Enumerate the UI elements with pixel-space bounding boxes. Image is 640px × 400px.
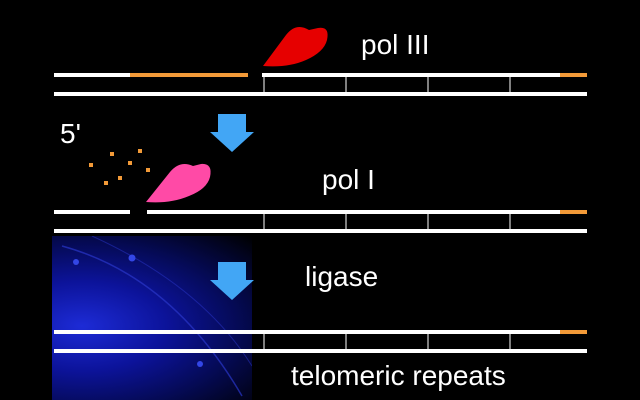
row-1 xyxy=(54,26,587,96)
pol3-label: pol III xyxy=(361,29,430,60)
telomeric-repeats-label: telomeric repeats xyxy=(291,360,506,391)
pol1-enzyme-icon xyxy=(146,163,211,203)
pol1-label: pol I xyxy=(322,164,375,195)
tick-marks-2 xyxy=(263,212,511,231)
five-prime-label: 5' xyxy=(60,118,81,149)
ligase-label: ligase xyxy=(305,261,379,292)
glow-arcs xyxy=(61,236,252,397)
pol3-enzyme-icon xyxy=(263,26,328,67)
tick-marks-3 xyxy=(263,332,511,351)
row-3 xyxy=(54,330,587,353)
nucleotide-fragments xyxy=(89,149,150,185)
down-arrow-icon xyxy=(210,114,254,152)
down-arrow-icon-2 xyxy=(210,262,254,300)
row-2 xyxy=(54,149,587,233)
tick-marks-1 xyxy=(263,75,511,94)
